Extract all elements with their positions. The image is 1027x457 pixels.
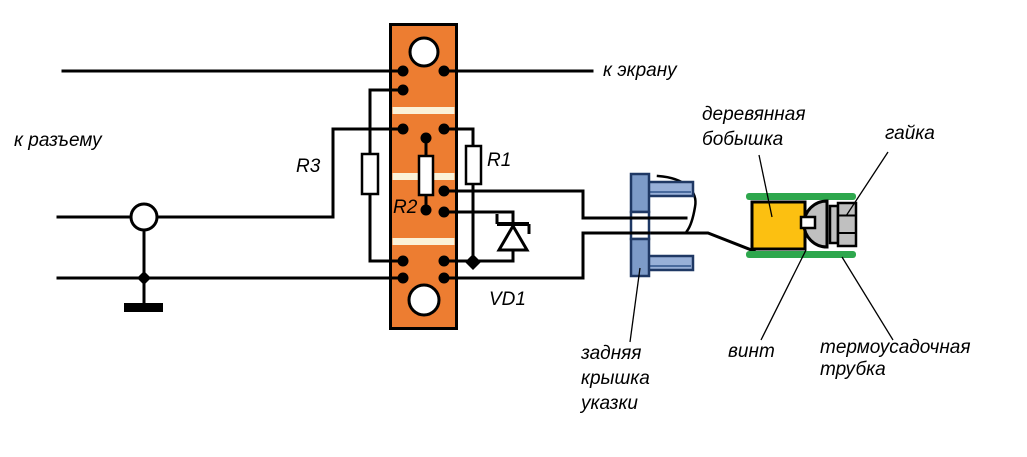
ground-symbol: [124, 303, 163, 312]
wooden-boss-label: деревянная бобышка: [702, 102, 805, 152]
vd1-label: VD1: [489, 289, 526, 310]
wooden-boss-label-line1: деревянная: [702, 104, 806, 125]
leader-wooden-boss: [758, 154, 773, 218]
terminal-dot: [438, 185, 450, 197]
pointer-back-cover: [629, 172, 695, 278]
wire-loop-arc: [656, 174, 697, 233]
cover-cap-middle: [629, 210, 651, 241]
terminal-dot: [438, 206, 450, 218]
r1-label: R1: [487, 150, 512, 171]
cover-thread-top: [646, 180, 695, 198]
back-cover-label-line2: крышка: [581, 368, 650, 389]
board-stripe: [392, 238, 455, 245]
wire-r1-top: [442, 127, 475, 148]
zener-wings: [495, 214, 531, 234]
wooden-boss: [750, 200, 807, 251]
board-mounting-hole-bottom: [407, 283, 441, 317]
terminal-dot: [438, 272, 450, 284]
terminal-dot: [397, 272, 409, 284]
cover-cap-top: [629, 172, 651, 214]
terminal-dot: [397, 84, 409, 96]
connector-pin-circle: [129, 202, 159, 232]
heatshrink-label: термоусадочная трубка: [820, 337, 971, 381]
resistor-r2-body: [417, 154, 435, 197]
screw-label: винт: [728, 341, 775, 362]
leader-screw: [760, 249, 807, 341]
terminal-dot: [397, 123, 409, 135]
r3-label: R3: [296, 156, 321, 177]
terminal-dot: [438, 123, 450, 135]
wire-connector-center: [56, 127, 405, 219]
leader-heatshrink: [841, 256, 894, 341]
back-cover-label-line3: указки: [581, 393, 638, 414]
cover-cap-bottom: [629, 237, 651, 278]
zener-triangle: [496, 223, 530, 252]
wire-r3-bottom: [368, 192, 405, 263]
terminal-dot: [420, 204, 432, 216]
board-stripe: [392, 107, 455, 114]
heatshrink-tube-bottom: [746, 251, 856, 258]
resistor-r1: [464, 144, 483, 186]
terminal-dot: [438, 255, 450, 267]
wooden-boss-label-line2: бобышка: [702, 129, 784, 150]
terminal-dot: [420, 132, 432, 144]
resistor-r1-body: [464, 144, 483, 186]
resistor-r3-body: [360, 152, 380, 196]
wire-r3-top: [368, 88, 405, 156]
terminal-dot: [397, 255, 409, 267]
leader-nut: [845, 151, 889, 217]
heatshrink-label-line1: термоусадочная: [820, 337, 971, 358]
wire-vd1-cathode: [442, 210, 515, 224]
leader-back-cover: [629, 267, 641, 343]
to-connector-label: к разъему: [14, 130, 102, 151]
board-mounting-hole-top: [408, 36, 440, 68]
resistor-r3: [360, 152, 380, 196]
wire-through-cover: [628, 216, 686, 235]
cover-thread-bottom: [646, 254, 695, 272]
nut: [836, 201, 858, 248]
back-cover-label-line1: задняя: [581, 343, 642, 364]
zener-diode-vd1: [495, 214, 531, 252]
board-terminals: [397, 65, 450, 284]
to-screen-label: к экрану: [603, 60, 677, 81]
nut-label: гайка: [885, 123, 935, 144]
back-cover-label: задняя крышка указки: [581, 341, 650, 416]
leader-lines: [629, 151, 894, 343]
wire-to-lamp-bottom: [442, 231, 756, 280]
boss-assembly: [746, 193, 858, 258]
terminal-dot: [438, 65, 450, 77]
junction-dot: [137, 271, 151, 285]
heatshrink-label-line2: трубка: [820, 359, 886, 380]
r2-label: R2: [393, 197, 418, 218]
terminal-dot: [397, 65, 409, 77]
junction-dot: [465, 254, 481, 270]
heatshrink-tube-top: [746, 193, 856, 200]
screw-shank: [799, 215, 817, 230]
